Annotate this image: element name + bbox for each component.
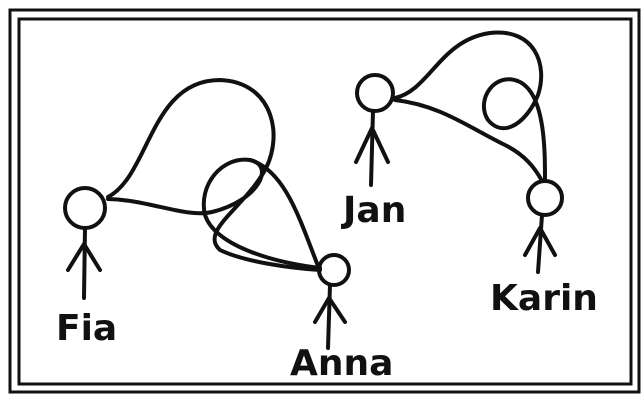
label-jan: Jan bbox=[340, 190, 406, 231]
stick-figure-jan bbox=[354, 73, 395, 187]
anna-arms bbox=[313, 296, 347, 324]
jan-body bbox=[369, 109, 375, 187]
jan-head bbox=[355, 73, 395, 113]
fia-anna-upper-loop bbox=[106, 78, 322, 272]
anna-head bbox=[317, 253, 351, 287]
fia-body bbox=[82, 226, 87, 300]
fia-anna-lower-strand bbox=[106, 157, 322, 270]
karin-arms bbox=[523, 226, 557, 257]
jan-arms bbox=[354, 126, 390, 164]
fia-anna-right-strand bbox=[248, 158, 320, 268]
jan-karin-upper-loop bbox=[393, 30, 547, 182]
karin-body bbox=[536, 213, 544, 274]
jan-karin-lower-strand bbox=[393, 98, 544, 183]
label-fia: Fia bbox=[56, 308, 117, 349]
panel-frame bbox=[8, 8, 641, 394]
connection-jan-karin bbox=[393, 30, 547, 183]
stick-figure-fia bbox=[63, 186, 107, 300]
label-anna: Anna bbox=[290, 343, 393, 384]
connection-fia-anna bbox=[106, 78, 322, 272]
outer-frame-border bbox=[8, 8, 641, 394]
karin-head bbox=[526, 179, 564, 217]
fia-head bbox=[63, 186, 107, 230]
anna-body bbox=[326, 283, 332, 350]
inner-frame-border bbox=[17, 17, 633, 386]
fia-arms bbox=[66, 242, 102, 272]
label-karin: Karin bbox=[490, 278, 598, 319]
stick-figure-karin bbox=[523, 179, 564, 274]
